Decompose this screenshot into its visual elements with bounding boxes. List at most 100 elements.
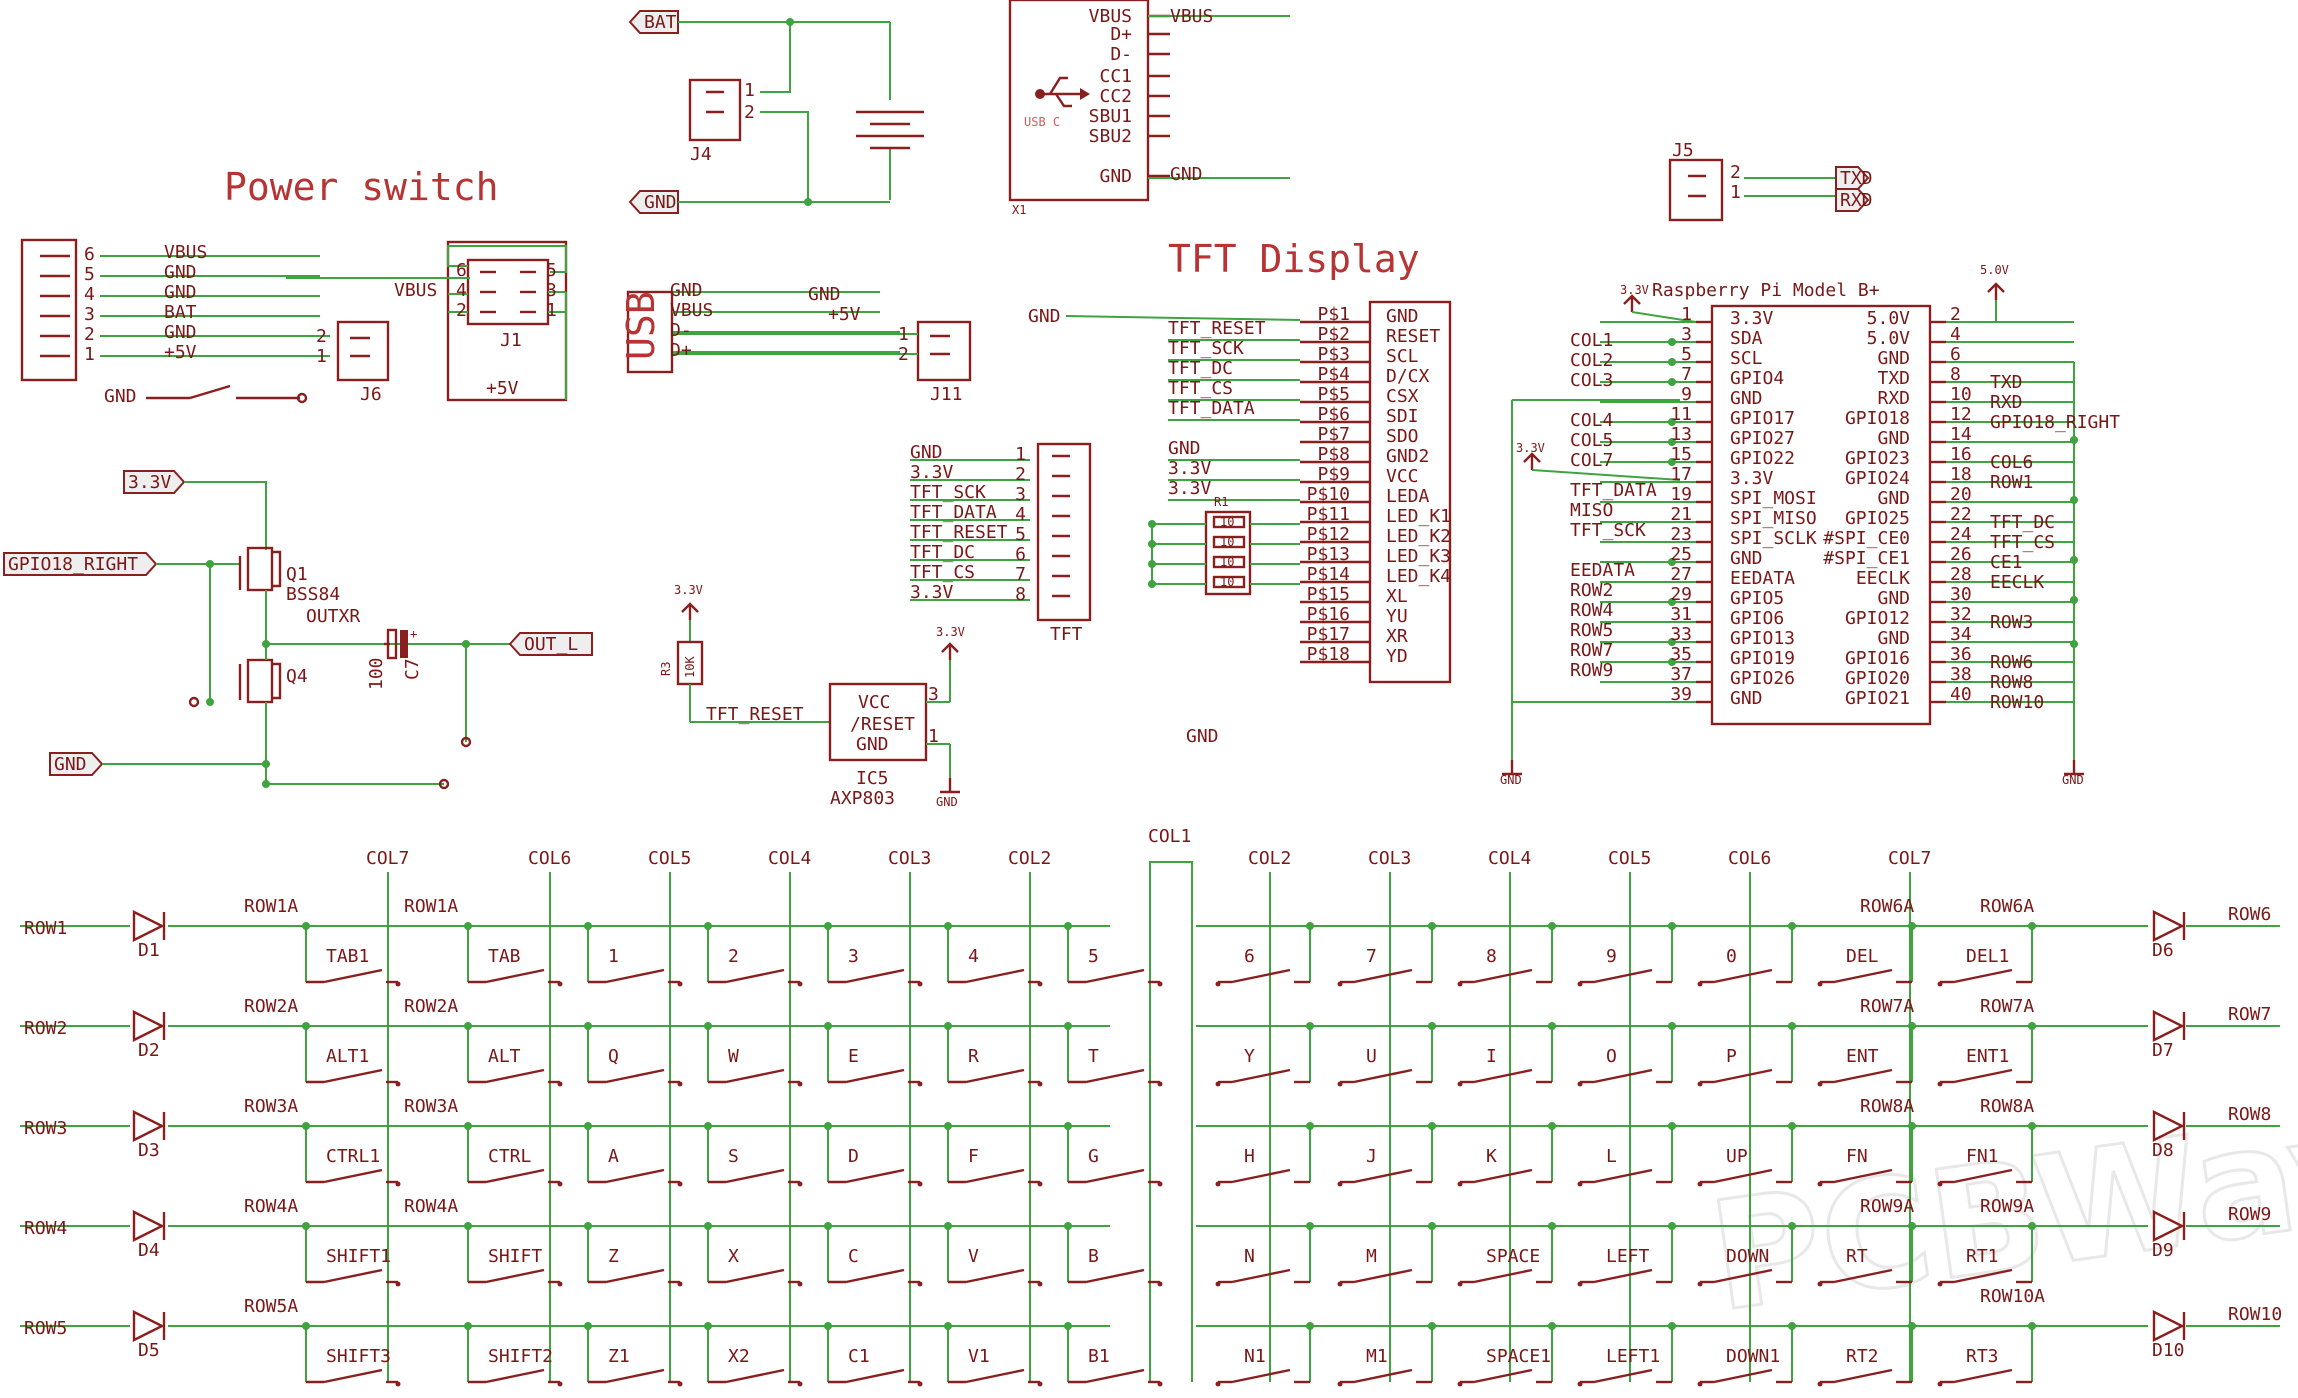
key-switch — [965, 1268, 1025, 1284]
tft-display-pad: P$7 — [1317, 424, 1350, 445]
key-terminal — [797, 1081, 803, 1087]
junction-dot — [1668, 558, 1676, 566]
key-label: ENT — [1846, 1046, 1879, 1067]
tft-display-pin-name: YD — [1386, 646, 1408, 667]
j6-pin: 1 — [316, 346, 327, 367]
junction-dot — [1668, 658, 1676, 666]
junction-dot — [206, 698, 214, 706]
usb-breakout-5v: +5V — [828, 304, 861, 325]
rpi-right-pin-name: GND — [1877, 588, 1910, 609]
key-terminal — [1215, 1281, 1221, 1287]
key-switch — [1353, 1368, 1413, 1384]
key-terminal — [1817, 1281, 1823, 1287]
rpi-left-net: COL7 — [1570, 450, 1613, 471]
key-terminal — [1697, 1081, 1703, 1087]
junction-dot — [1908, 922, 1916, 930]
wire — [1149, 861, 1193, 1382]
key-terminal — [1037, 981, 1043, 987]
r1-element — [1212, 575, 1246, 589]
junction-dot — [302, 1122, 310, 1130]
tft-display-net: GND — [1168, 438, 1201, 459]
rpi-left-pin-num: 37 — [1670, 664, 1692, 685]
key-terminal — [557, 1381, 563, 1387]
key-label: Y — [1244, 1046, 1255, 1067]
gnd-net-flag-text: GND — [644, 192, 677, 213]
junction-dot — [2028, 1222, 2036, 1230]
rpi-right-net: RXD — [1990, 392, 2023, 413]
rpi-left-pin-name: SPI_MISO — [1730, 508, 1817, 529]
diode-symbol — [132, 1110, 165, 1142]
col-label-center: COL1 — [1148, 826, 1191, 847]
key-switch — [1833, 1068, 1893, 1084]
junction-dot — [1306, 1322, 1314, 1330]
rpi-right-pin-num: 26 — [1950, 544, 1972, 565]
rpi-left-pin-num: 33 — [1670, 624, 1692, 645]
key-terminal — [1817, 1381, 1823, 1387]
rpi-left-net: COL4 — [1570, 410, 1613, 431]
key-label: SHIFT — [488, 1246, 542, 1267]
usb-breakout-label: USB — [619, 291, 663, 360]
j4-pin: 1 — [744, 80, 755, 101]
tft-display-pin-name: GND2 — [1386, 446, 1429, 467]
rpi-right-net: ROW1 — [1990, 472, 2033, 493]
power-pin-label: VBUS — [164, 242, 207, 263]
rpi-left-pin-num: 3 — [1681, 324, 1692, 345]
ic5-pin-num: 3 — [928, 684, 939, 705]
key-label: SHIFT3 — [326, 1346, 391, 1367]
key-label: O — [1606, 1046, 1617, 1067]
key-label: SPACE1 — [1486, 1346, 1551, 1367]
rpi-left-pin-name: GPIO4 — [1730, 368, 1784, 389]
key-label: DEL — [1846, 946, 1879, 967]
q1-name: Q1 — [286, 564, 308, 585]
rpi-gnd-left: GND — [1500, 773, 1522, 787]
key-label: Q — [608, 1046, 619, 1067]
usb-pin-label: SBU2 — [1089, 126, 1132, 147]
rpi-left-net: COL5 — [1570, 430, 1613, 451]
ic5-body — [828, 682, 928, 762]
supply-symbol — [1623, 294, 1641, 305]
rpi-right-pin-num: 36 — [1950, 644, 1972, 665]
key-terminal — [1577, 1281, 1583, 1287]
rpi-left-net: TFT_DATA — [1570, 480, 1657, 501]
key-terminal — [1037, 1181, 1043, 1187]
junction-dot — [464, 1022, 472, 1030]
junction-dot — [1428, 1222, 1436, 1230]
key-terminal — [395, 1281, 401, 1287]
col-label-left: COL2 — [1008, 848, 1051, 869]
junction-dot — [1306, 1122, 1314, 1130]
j6-body — [336, 320, 390, 382]
tft-display-net: 3.3V — [1168, 458, 1212, 479]
junction-dot — [1668, 1322, 1676, 1330]
power-pin-label: GND — [164, 282, 197, 303]
rpi-left-pin-name: GPIO13 — [1730, 628, 1795, 649]
rpi-right-pin-name: GPIO12 — [1845, 608, 1910, 629]
r1-body — [1204, 510, 1252, 596]
junction-dot — [824, 1322, 832, 1330]
power-pin-num: 2 — [84, 324, 95, 345]
junction-dot — [944, 1322, 952, 1330]
col-label-left: COL6 — [528, 848, 571, 869]
rpi-left-pin-num: 31 — [1670, 604, 1692, 625]
q4-body — [246, 658, 274, 704]
junction-dot — [1668, 358, 1676, 366]
key-switch — [1953, 1068, 2013, 1084]
tft-display-net: TFT_SCK — [1168, 338, 1244, 359]
key-terminal — [1337, 1081, 1343, 1087]
rpi-right-pin-num: 32 — [1950, 604, 1972, 625]
rpi-right-pin-num: 18 — [1950, 464, 1972, 485]
tft-header-pin-num: 6 — [1015, 544, 1026, 565]
rpi-left-net: ROW2 — [1570, 580, 1613, 601]
row-sub-label: ROW9A — [1980, 1196, 2034, 1217]
ic5-pin: /RESET — [850, 714, 915, 735]
rpi-right-pin-name: #SPI_CE1 — [1823, 548, 1910, 569]
diode-label-left: D4 — [138, 1240, 160, 1261]
row-sub-label: ROW1A — [404, 896, 458, 917]
tft-display-gnd-bottom: GND — [1186, 726, 1219, 747]
key-terminal — [797, 1381, 803, 1387]
q1-body — [246, 546, 274, 592]
r1-value: 10 — [1220, 515, 1234, 529]
rpi-left-pin-name: GPIO19 — [1730, 648, 1795, 669]
junction-dot — [302, 1022, 310, 1030]
outl-net-flag — [508, 632, 593, 656]
junction-dot — [824, 922, 832, 930]
